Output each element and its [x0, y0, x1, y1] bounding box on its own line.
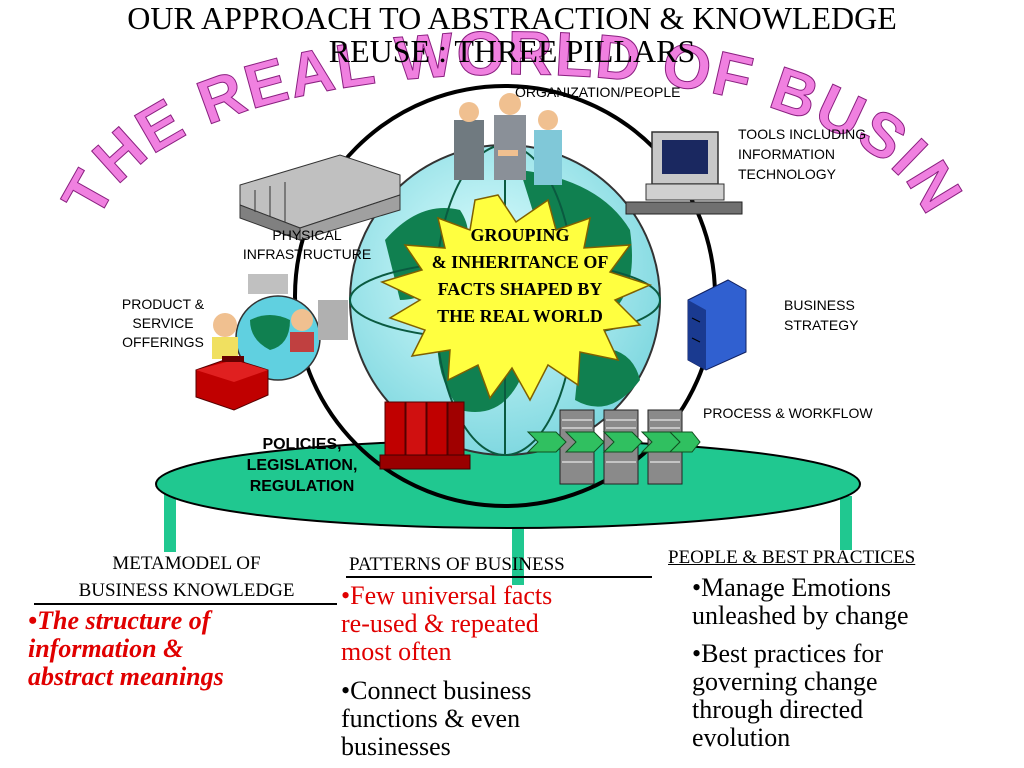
pillar-left-bullet-line3: abstract meanings	[28, 662, 224, 691]
pillar-left-heading-line1: METAMODEL OF	[112, 553, 261, 574]
center-star-text: GROUPING & INHERITANCE OF FACTS SHAPED B…	[400, 222, 640, 330]
label-tools-line1: TOOLS INCLUDING	[738, 126, 867, 142]
pillar-middle-bullet-2: •Connect business functions & even busin…	[341, 677, 641, 761]
pillar-middle-bullet2-line3: businesses	[341, 732, 451, 761]
label-policies-line3: REGULATION	[249, 478, 355, 495]
pillar-middle-bullet2-line1: •Connect business	[341, 676, 532, 705]
computer-icon	[625, 131, 743, 215]
pillar-right-bullet-2: •Best practices for governing change thr…	[692, 640, 1022, 752]
pillar-right-bullet2-line3: through directed	[692, 695, 864, 724]
pillar-right-bullet2-line1: •Best practices for	[692, 639, 884, 668]
pillar-right-heading: PEOPLE & BEST PRACTICES	[668, 544, 1024, 571]
center-starburst	[379, 194, 653, 402]
label-product-line1: PRODUCT &	[121, 296, 205, 312]
label-business-strategy: BUSINESS STRATEGY	[784, 295, 858, 335]
pillar-right-bullet1-line2: unleashed by change	[692, 601, 909, 630]
pillar-middle-bullet2-line2: functions & even	[341, 704, 521, 733]
label-policies-line2: LEGISLATION,	[246, 457, 358, 474]
pillar-left-heading-line2: BUSINESS KNOWLEDGE	[78, 580, 295, 601]
star-line1: GROUPING	[470, 225, 570, 245]
title-line-2: REUSE : THREE PILLARS	[328, 33, 696, 69]
pillar-right-heading-text: PEOPLE & BEST PRACTICES	[668, 547, 916, 568]
page-title: OUR APPROACH TO ABSTRACTION & KNOWLEDGE …	[0, 2, 1024, 68]
canisters-icon	[379, 401, 471, 470]
pillar-right-bullet2-line4: evolution	[692, 723, 791, 752]
pillar-middle-bullet1-line2: re-used & repeated	[341, 609, 539, 638]
pillar-left-heading: METAMODEL OF BUSINESS KNOWLEDGE	[34, 550, 339, 604]
label-product-service: PRODUCT & SERVICE OFFERINGS	[108, 295, 218, 352]
star-line2: & INHERITANCE OF	[431, 252, 609, 272]
business-people-icon	[454, 93, 562, 185]
pillar-right-bullet1-line1: •Manage Emotions	[692, 573, 892, 602]
label-policies: POLICIES, LEGISLATION, REGULATION	[222, 434, 382, 497]
pillar-right-bullet-1: •Manage Emotions unleashed by change	[692, 574, 1022, 630]
small-globe-icon	[212, 274, 348, 381]
label-physical-line1: PHYSICAL	[272, 227, 342, 243]
pillar-middle-bullet1-line3: most often	[341, 637, 452, 666]
pillar-left-bullet-line2: information &	[28, 634, 184, 663]
process-servers-icon	[526, 409, 701, 485]
label-organization: ORGANIZATION/PEOPLE	[515, 84, 681, 100]
label-physical-line2: INFRASTRUCTURE	[242, 246, 372, 262]
label-strategy-line2: STRATEGY	[784, 317, 859, 333]
label-tools-line2: INFORMATION	[738, 146, 835, 162]
pillar-post-left	[164, 492, 176, 552]
label-tools: TOOLS INCLUDING INFORMATION TECHNOLOGY	[738, 124, 866, 184]
binder-icon	[687, 279, 747, 371]
star-line4: THE REAL WORLD	[437, 306, 603, 326]
factory-icon	[239, 154, 401, 241]
pillar-middle-bullet-1: •Few universal facts re-used & repeated …	[341, 582, 641, 666]
label-physical-infrastructure: PHYSICAL INFRASTRUCTURE	[232, 226, 382, 264]
label-strategy-line1: BUSINESS	[784, 297, 855, 313]
label-tools-line3: TECHNOLOGY	[738, 166, 837, 182]
pillar-post-right	[840, 496, 852, 550]
star-line3: FACTS SHAPED BY	[437, 279, 603, 299]
pillar-post-middle	[512, 520, 524, 585]
pillar-middle-bullet1-line1: •Few universal facts	[341, 581, 553, 610]
pillar-middle-heading: PATTERNS OF BUSINESS	[349, 554, 565, 575]
label-process-workflow: PROCESS & WORKFLOW	[703, 405, 873, 421]
label-product-line3: OFFERINGS	[122, 334, 204, 350]
pillar-right-bullet2-line2: governing change	[692, 667, 878, 696]
pillar-left-bullet-line1: •The structure of	[28, 606, 211, 635]
label-policies-line1: POLICIES,	[262, 436, 342, 453]
toolbox-icon	[195, 356, 269, 411]
pillar-left-bullet: •The structure of information & abstract…	[28, 607, 338, 691]
title-line-1: OUR APPROACH TO ABSTRACTION & KNOWLEDGE	[127, 0, 897, 36]
label-product-line2: SERVICE	[132, 315, 194, 331]
